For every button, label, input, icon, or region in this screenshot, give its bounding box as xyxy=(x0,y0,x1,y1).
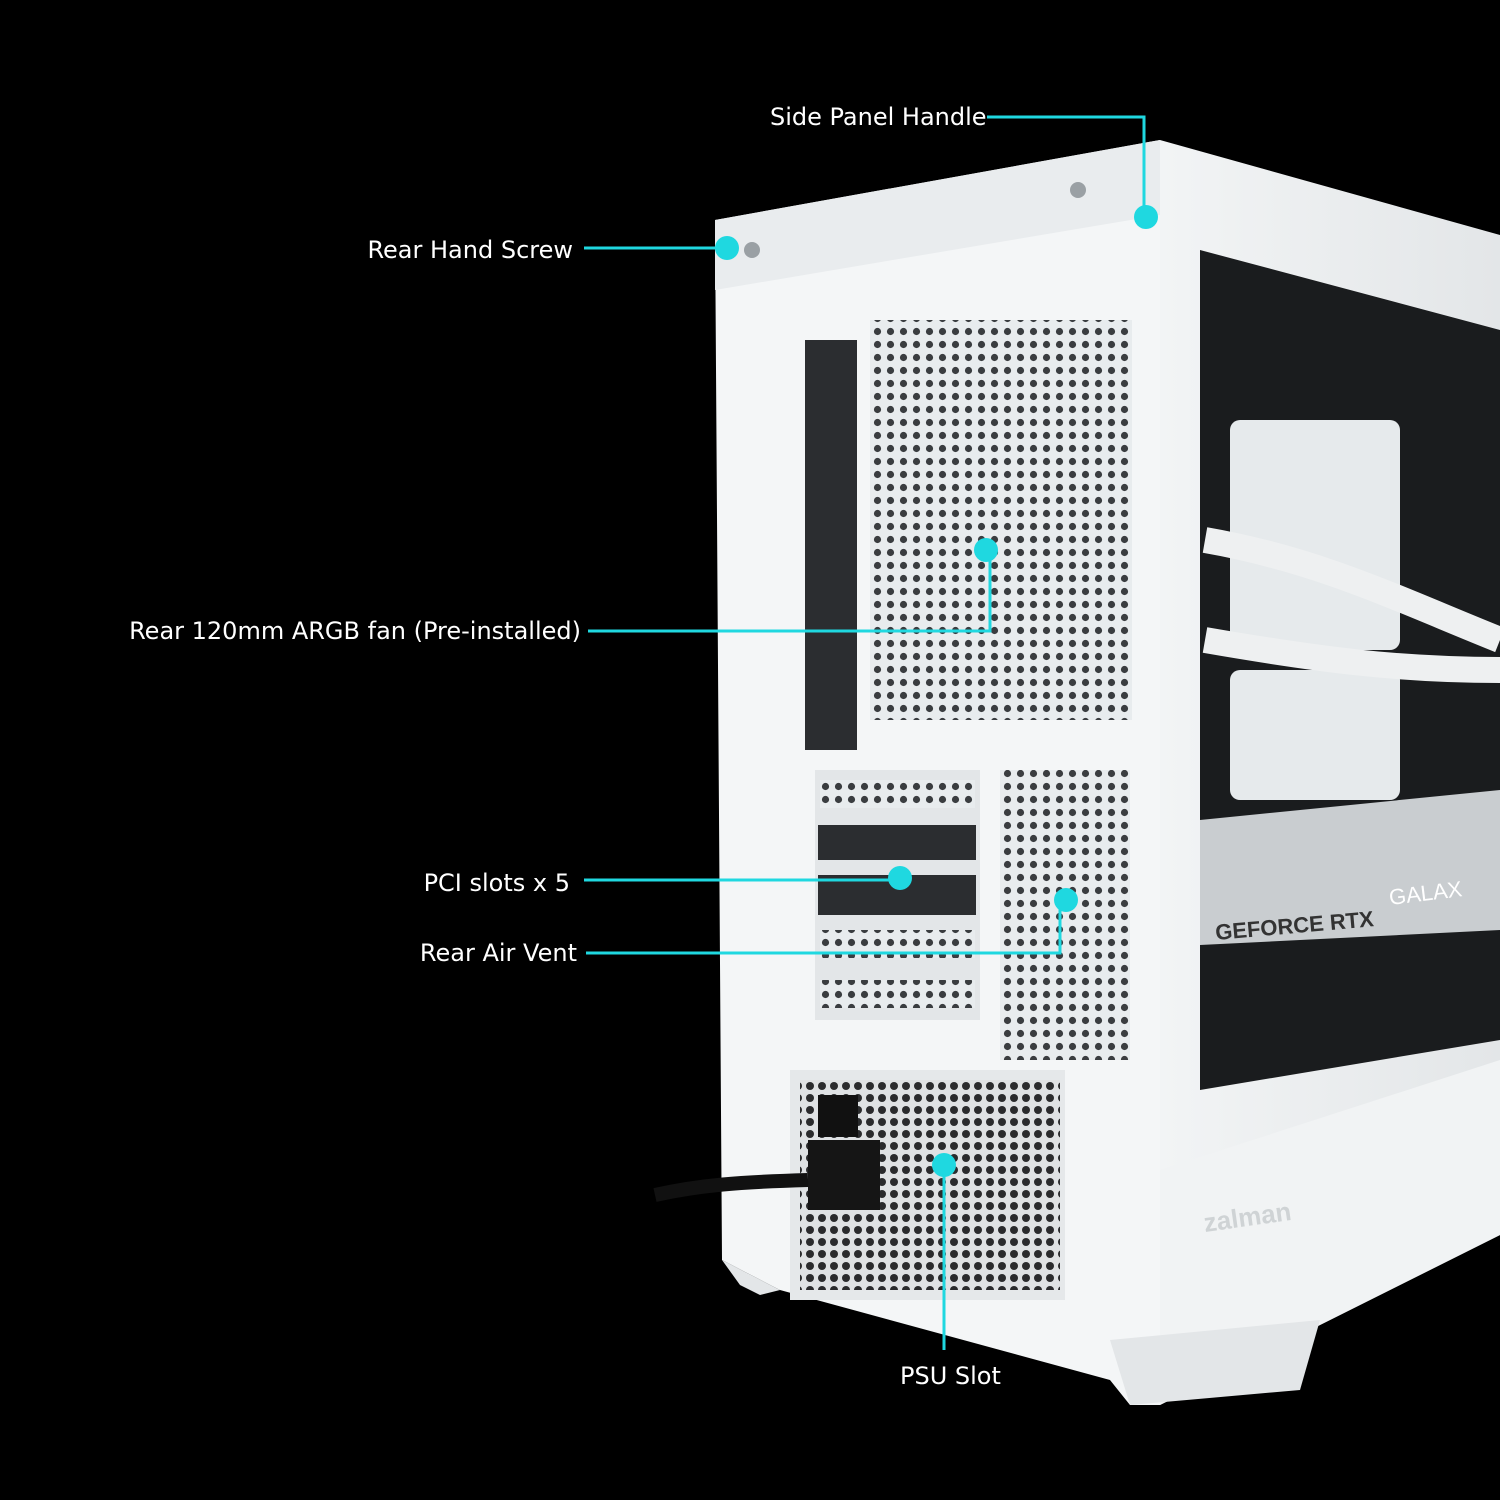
dot-rear-fan xyxy=(974,538,998,562)
label-psu-slot: PSU Slot xyxy=(900,1362,1001,1390)
rear-fan-vent xyxy=(870,320,1132,720)
callout-lines xyxy=(584,115,1146,1350)
power-cable xyxy=(653,1173,809,1202)
psu-shroud xyxy=(1160,1060,1500,1405)
power-socket xyxy=(808,1140,880,1210)
top-rail xyxy=(715,140,1160,290)
rear-foot-left xyxy=(722,1260,780,1295)
io-shield xyxy=(805,340,857,750)
dot-rear-air-vent xyxy=(1054,888,1078,912)
dot-side-panel-handle xyxy=(1134,205,1158,229)
label-side-panel-handle: Side Panel Handle xyxy=(770,103,987,131)
label-rear-hand-screw: Rear Hand Screw xyxy=(367,236,573,264)
dot-pci-slots xyxy=(888,866,912,890)
leader-rear-fan xyxy=(588,550,992,633)
callout-dots xyxy=(715,205,1158,1177)
rear-hand-screw-graphic xyxy=(744,242,760,258)
label-pci-slots: PCI slots x 5 xyxy=(423,869,570,897)
dot-rear-hand-screw xyxy=(715,236,739,260)
label-rear-fan: Rear 120mm ARGB fan (Pre-installed) xyxy=(129,617,581,645)
rear-foot-right xyxy=(1110,1320,1320,1405)
pci-slot-1 xyxy=(820,780,975,808)
graphics-card xyxy=(1200,790,1500,945)
aio-tubes xyxy=(1202,527,1500,683)
top-screw-graphic xyxy=(1070,182,1086,198)
power-switch xyxy=(818,1095,858,1137)
label-rear-air-vent: Rear Air Vent xyxy=(419,939,577,967)
fan-bottom xyxy=(1230,670,1400,800)
fan-top xyxy=(1230,420,1400,650)
pci-slot-5 xyxy=(820,980,975,1008)
leader-side-panel-handle xyxy=(987,115,1146,217)
side-vent xyxy=(1000,770,1130,1060)
leader-rear-air-vent xyxy=(586,900,1062,955)
dot-psu-slot xyxy=(932,1153,956,1177)
pci-slot-2 xyxy=(818,825,976,860)
